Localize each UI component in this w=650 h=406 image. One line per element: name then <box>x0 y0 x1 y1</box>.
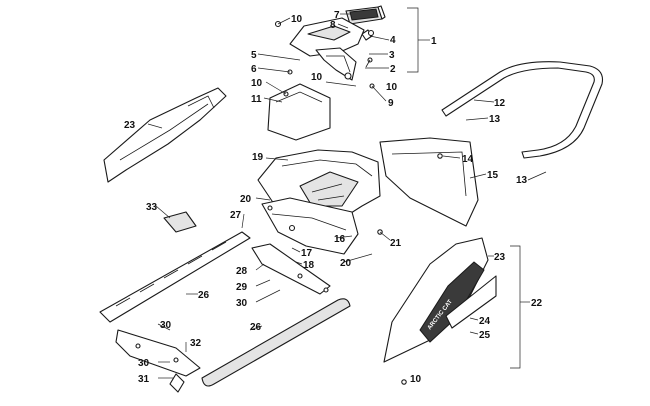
callout-18: 18 <box>303 260 315 271</box>
callout-33: 33 <box>146 202 158 213</box>
tail-light-assembly <box>345 5 386 25</box>
grab-bar <box>441 61 604 159</box>
callout-25: 25 <box>479 330 491 341</box>
callout-15: 15 <box>487 170 499 181</box>
callout-1: 1 <box>431 36 437 47</box>
callout-7: 7 <box>334 10 340 21</box>
callout-30-lower: 30 <box>138 358 150 369</box>
right-side-panel-assembly: ARCTIC CAT <box>383 237 497 363</box>
mounting-bracket <box>251 243 331 295</box>
callout-23-left: 23 <box>124 120 136 131</box>
callout-20-right: 20 <box>340 258 352 269</box>
callout-12: 12 <box>494 98 506 109</box>
callout-10-bottom: 10 <box>410 374 422 385</box>
leader-lines <box>147 7 547 379</box>
callout-13-upper: 13 <box>489 114 501 125</box>
callout-10-center: 10 <box>311 72 323 83</box>
callout-24: 24 <box>479 316 491 327</box>
callout-10-top: 10 <box>291 14 303 25</box>
callout-14: 14 <box>462 154 474 165</box>
callout-10-left: 10 <box>251 78 263 89</box>
left-side-panel <box>103 87 227 183</box>
callout-30-upper: 30 <box>160 320 172 331</box>
callout-9: 9 <box>388 98 394 109</box>
callout-8: 8 <box>330 20 336 31</box>
callout-6: 6 <box>251 64 257 75</box>
callout-labels: 1 2 3 4 5 6 7 8 9 10 10 10 10 10 11 12 1… <box>124 10 543 385</box>
callout-10-right: 10 <box>386 82 398 93</box>
pad <box>163 211 197 233</box>
callout-4: 4 <box>390 35 396 46</box>
lower-fender <box>261 197 359 255</box>
callout-31: 31 <box>138 374 150 385</box>
tail-light-housing <box>289 17 365 81</box>
tail-light-screw <box>365 57 373 68</box>
callout-13-lower: 13 <box>516 175 528 186</box>
callout-19: 19 <box>252 152 264 163</box>
callout-17: 17 <box>301 248 313 259</box>
tail-light-bulb <box>361 29 375 41</box>
upper-storage-panel <box>267 83 331 141</box>
callout-26-lower: 26 <box>250 322 262 333</box>
callout-23-right: 23 <box>494 252 506 263</box>
bumper-rail-upper <box>99 231 251 323</box>
callout-2: 2 <box>390 64 396 75</box>
hitch-bracket <box>115 329 201 393</box>
callout-22: 22 <box>531 298 543 309</box>
side-panel <box>379 137 479 227</box>
bumper-rail-lower <box>201 298 351 387</box>
callout-11: 11 <box>251 94 262 105</box>
callout-3: 3 <box>389 50 395 61</box>
callout-27: 27 <box>230 210 242 221</box>
callout-26-upper: 26 <box>198 290 210 301</box>
callout-32: 32 <box>190 338 202 349</box>
callout-28: 28 <box>236 266 248 277</box>
callout-16: 16 <box>334 234 346 245</box>
callout-29: 29 <box>236 282 248 293</box>
callout-20-left: 20 <box>240 194 252 205</box>
callout-21: 21 <box>390 238 402 249</box>
callout-5: 5 <box>251 50 257 61</box>
callout-30-center: 30 <box>236 298 248 309</box>
